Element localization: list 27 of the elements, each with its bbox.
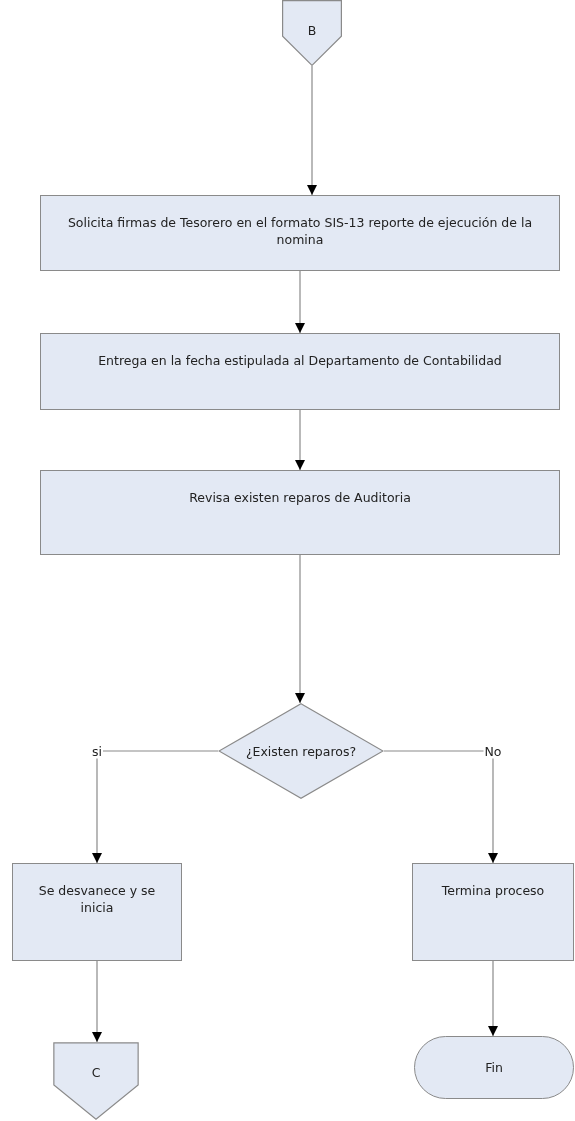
step-text: Fin: [484, 1059, 504, 1076]
arrow: [488, 960, 498, 1037]
arrow: [92, 960, 102, 1043]
step-text: Entrega en la fecha estipulada al Departamento de Contabilidad: [97, 352, 503, 369]
off-page-connector: [53, 1042, 139, 1120]
terminator: [414, 1036, 574, 1099]
step-text: Termina proceso: [440, 882, 546, 899]
step-text: Se desvanece y se inicia: [37, 882, 157, 916]
off-page-connector: [282, 0, 342, 66]
process-box: [40, 470, 560, 555]
step-text: B: [306, 22, 318, 39]
decision-diamond: [218, 703, 384, 799]
edge-label: si: [91, 743, 103, 759]
step-text: ¿Existen reparos?: [244, 742, 358, 760]
step-text: C: [90, 1064, 102, 1081]
process-box: [40, 195, 560, 271]
arrow: [295, 409, 305, 471]
process-box: [412, 863, 574, 961]
arrow: [383, 750, 498, 864]
process-box: [40, 333, 560, 410]
process-box: [12, 863, 182, 961]
arrow: [295, 554, 305, 704]
arrow: [92, 750, 219, 864]
arrow: [295, 270, 305, 334]
step-text: Solicita firmas de Tesorero en el formato SIS-13 reporte de ejecución de la nomina: [66, 214, 534, 248]
step-text: Revisa existen reparos de Auditoria: [188, 489, 412, 506]
arrow: [307, 65, 317, 196]
